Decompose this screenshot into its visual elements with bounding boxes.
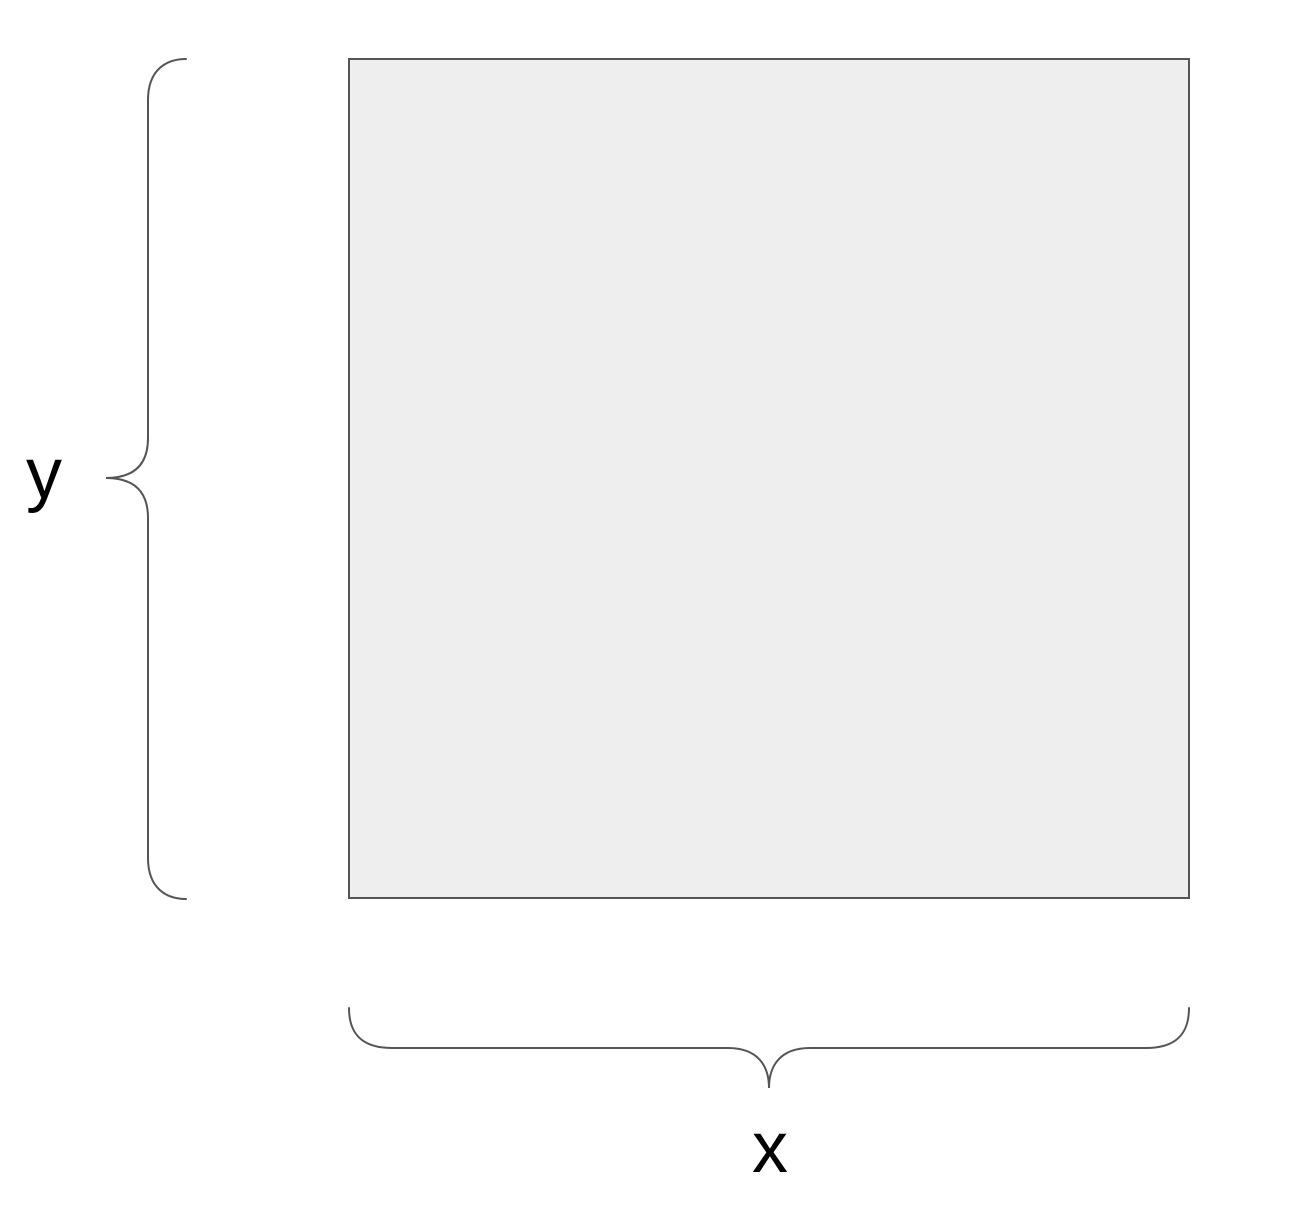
y-brace: [105, 58, 187, 900]
x-brace: [348, 1007, 1190, 1089]
x-label: x: [752, 1108, 788, 1188]
square: [348, 58, 1190, 899]
y-label: y: [26, 434, 62, 514]
